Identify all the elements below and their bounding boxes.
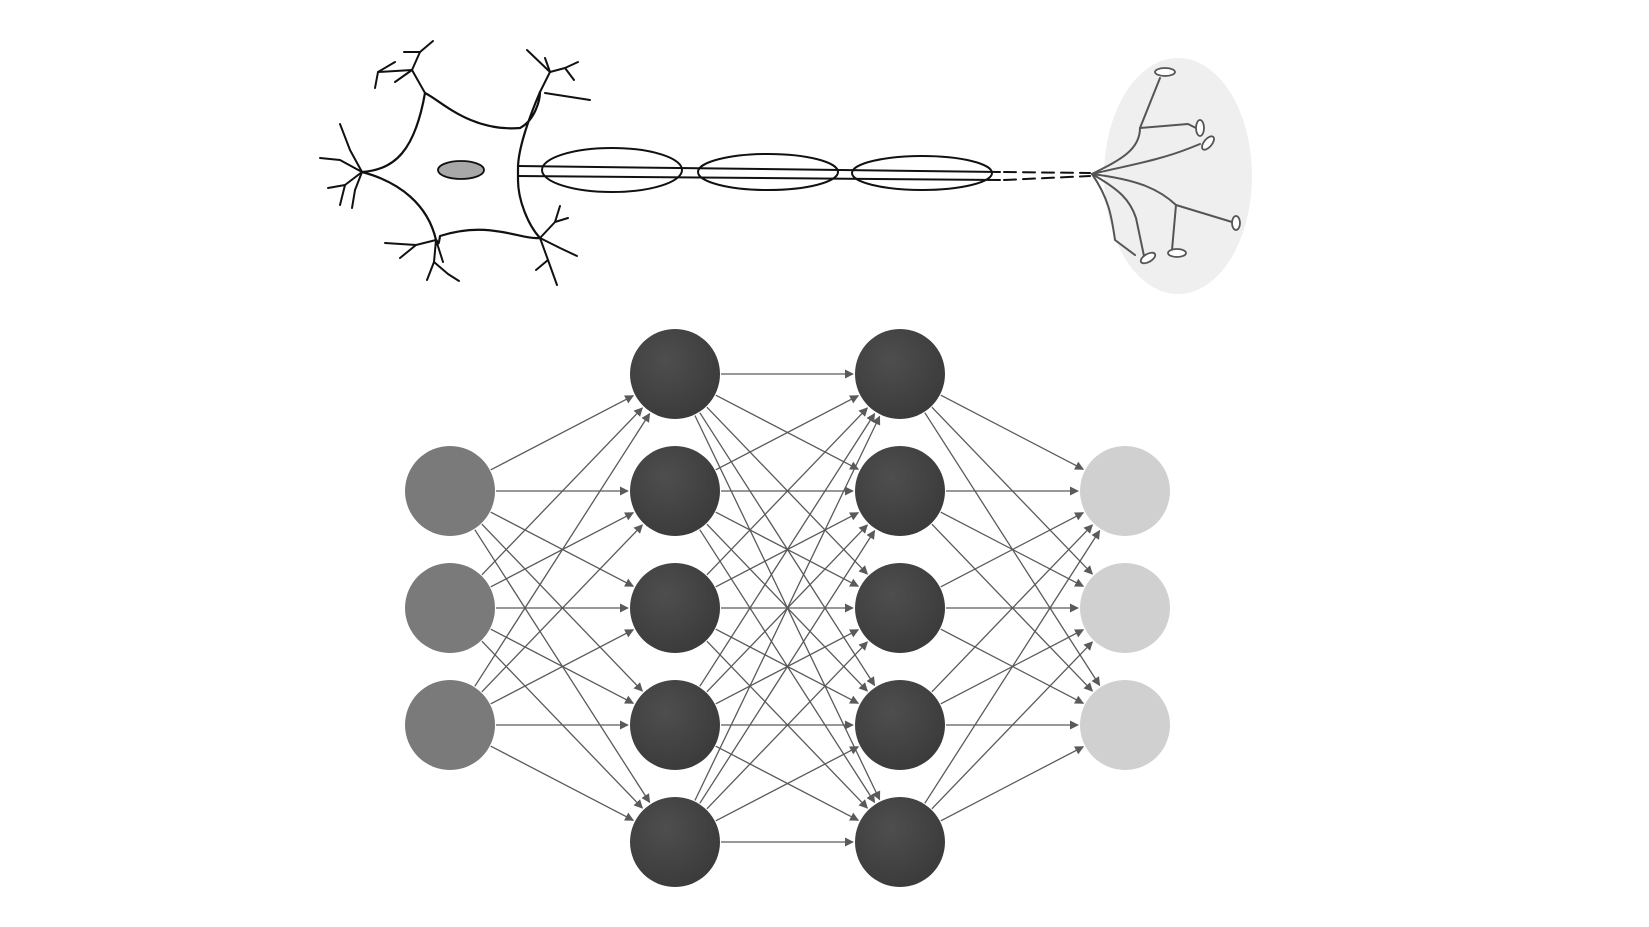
terminal-bouton bbox=[1154, 67, 1176, 77]
hidden-layer-1-node-1 bbox=[630, 329, 720, 419]
output-layer-node-1 bbox=[1080, 446, 1170, 536]
connection-arrow-hidden-layer-2-1-to-output-layer-1 bbox=[940, 394, 1085, 470]
connection-arrow-hidden-layer-1-3-to-hidden-layer-2-1 bbox=[706, 407, 869, 576]
connection-arrow-input-layer-1-to-hidden-layer-1-1 bbox=[490, 395, 635, 471]
terminal-bouton bbox=[1231, 215, 1241, 231]
network-nodes bbox=[405, 329, 1170, 887]
input-layer bbox=[405, 446, 495, 770]
terminal-bouton bbox=[1139, 251, 1157, 265]
connection-arrow-hidden-layer-1-2-to-hidden-layer-2-1 bbox=[715, 395, 860, 471]
biological-neuron bbox=[319, 40, 1252, 294]
connection-arrow-hidden-layer-1-5-to-hidden-layer-2-2 bbox=[699, 529, 876, 804]
myelin-segment bbox=[541, 147, 683, 193]
myelin-sheaths bbox=[541, 147, 993, 193]
hidden-layer-2-node-5 bbox=[855, 797, 945, 887]
connection-arrow-input-layer-3-to-hidden-layer-1-1 bbox=[474, 412, 651, 687]
connection-arrow-input-layer-3-to-hidden-layer-1-5 bbox=[490, 745, 635, 821]
axon bbox=[517, 165, 1091, 181]
dendrites-upper-right bbox=[526, 49, 591, 101]
output-layer bbox=[1080, 446, 1170, 770]
connection-arrow-hidden-layer-1-5-to-hidden-layer-2-1 bbox=[694, 415, 881, 801]
dendrites-left bbox=[319, 123, 363, 209]
hidden-layer-1-node-4 bbox=[630, 680, 720, 770]
connection-arrow-hidden-layer-2-5-to-output-layer-3 bbox=[940, 746, 1085, 822]
nucleus bbox=[437, 160, 485, 180]
artificial-neural-network bbox=[405, 329, 1170, 887]
connection-arrow-input-layer-2-to-hidden-layer-1-1 bbox=[481, 407, 644, 576]
input-layer-node-3 bbox=[405, 680, 495, 770]
dendrites-lower-left bbox=[384, 239, 460, 282]
terminal-boutons bbox=[1139, 67, 1241, 265]
dendrites-lower-right bbox=[535, 205, 578, 286]
hidden-layer-2-node-2 bbox=[855, 446, 945, 536]
terminal-bouton bbox=[1195, 119, 1205, 137]
terminal-bouton bbox=[1167, 248, 1187, 258]
hidden-layer-2 bbox=[855, 329, 945, 887]
dendrites-upper-left bbox=[374, 40, 434, 94]
connection-arrow-input-layer-3-to-hidden-layer-1-2 bbox=[481, 524, 644, 693]
connection-arrow-hidden-layer-2-5-to-output-layer-2 bbox=[931, 641, 1094, 810]
hidden-layer-1-node-5 bbox=[630, 797, 720, 887]
input-layer-node-2 bbox=[405, 563, 495, 653]
connection-arrow-hidden-layer-2-4-to-output-layer-1 bbox=[931, 524, 1094, 693]
hidden-layer-2-node-3 bbox=[855, 563, 945, 653]
hidden-layer-2-node-4 bbox=[855, 680, 945, 770]
hidden-layer-1-node-3 bbox=[630, 563, 720, 653]
input-layer-node-1 bbox=[405, 446, 495, 536]
connection-arrow-hidden-layer-1-5-to-hidden-layer-2-3 bbox=[706, 641, 869, 810]
connection-arrow-input-layer-3-to-hidden-layer-1-3 bbox=[490, 629, 635, 705]
axon-terminal-region bbox=[1104, 58, 1252, 294]
connection-arrow-hidden-layer-2-5-to-output-layer-1 bbox=[924, 529, 1101, 804]
hidden-layer-1 bbox=[630, 329, 720, 887]
connection-arrow-hidden-layer-2-3-to-output-layer-1 bbox=[940, 512, 1085, 588]
hidden-layer-2-node-1 bbox=[855, 329, 945, 419]
output-layer-node-2 bbox=[1080, 563, 1170, 653]
network-connections bbox=[474, 369, 1101, 847]
hidden-layer-1-node-2 bbox=[630, 446, 720, 536]
myelin-segment bbox=[697, 153, 839, 191]
terminal-bouton bbox=[1201, 135, 1215, 151]
myelin-segment bbox=[851, 155, 993, 191]
connection-arrow-hidden-layer-1-5-to-hidden-layer-2-4 bbox=[715, 746, 860, 822]
output-layer-node-3 bbox=[1080, 680, 1170, 770]
axon-terminal-branches bbox=[1091, 77, 1233, 257]
axon-break-top bbox=[1003, 171, 1091, 174]
connection-arrow-hidden-layer-1-4-to-hidden-layer-2-1 bbox=[699, 412, 876, 687]
axon-break-bottom bbox=[1003, 175, 1091, 181]
